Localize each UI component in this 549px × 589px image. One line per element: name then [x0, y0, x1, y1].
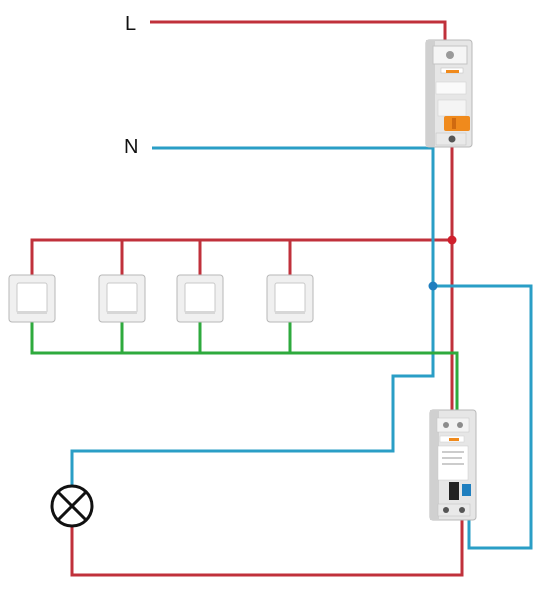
switch-control-bus-wire [30, 322, 459, 420]
circuit-breaker-icon [425, 39, 473, 148]
lamp-return-wire [70, 520, 464, 577]
switch-4 [266, 274, 314, 323]
line-terminal-label: L [125, 13, 136, 35]
phase-switch-bus-wire [30, 238, 452, 275]
phase-junction [447, 235, 457, 245]
neutral-junction [428, 281, 438, 291]
neutral-relay-loop-wire [433, 284, 533, 550]
lamp-icon [50, 484, 94, 528]
switch-1 [8, 274, 56, 323]
neutral-wires [70, 146, 533, 550]
control-wires [30, 322, 459, 420]
neutral-feed-wire [70, 146, 435, 486]
switch-3 [176, 274, 224, 323]
phase-feed-wire [150, 20, 447, 40]
neutral-terminal-label: N [124, 136, 138, 158]
phase-wires [30, 20, 464, 577]
impulse-relay-icon [429, 409, 477, 521]
switch-2 [98, 274, 146, 323]
